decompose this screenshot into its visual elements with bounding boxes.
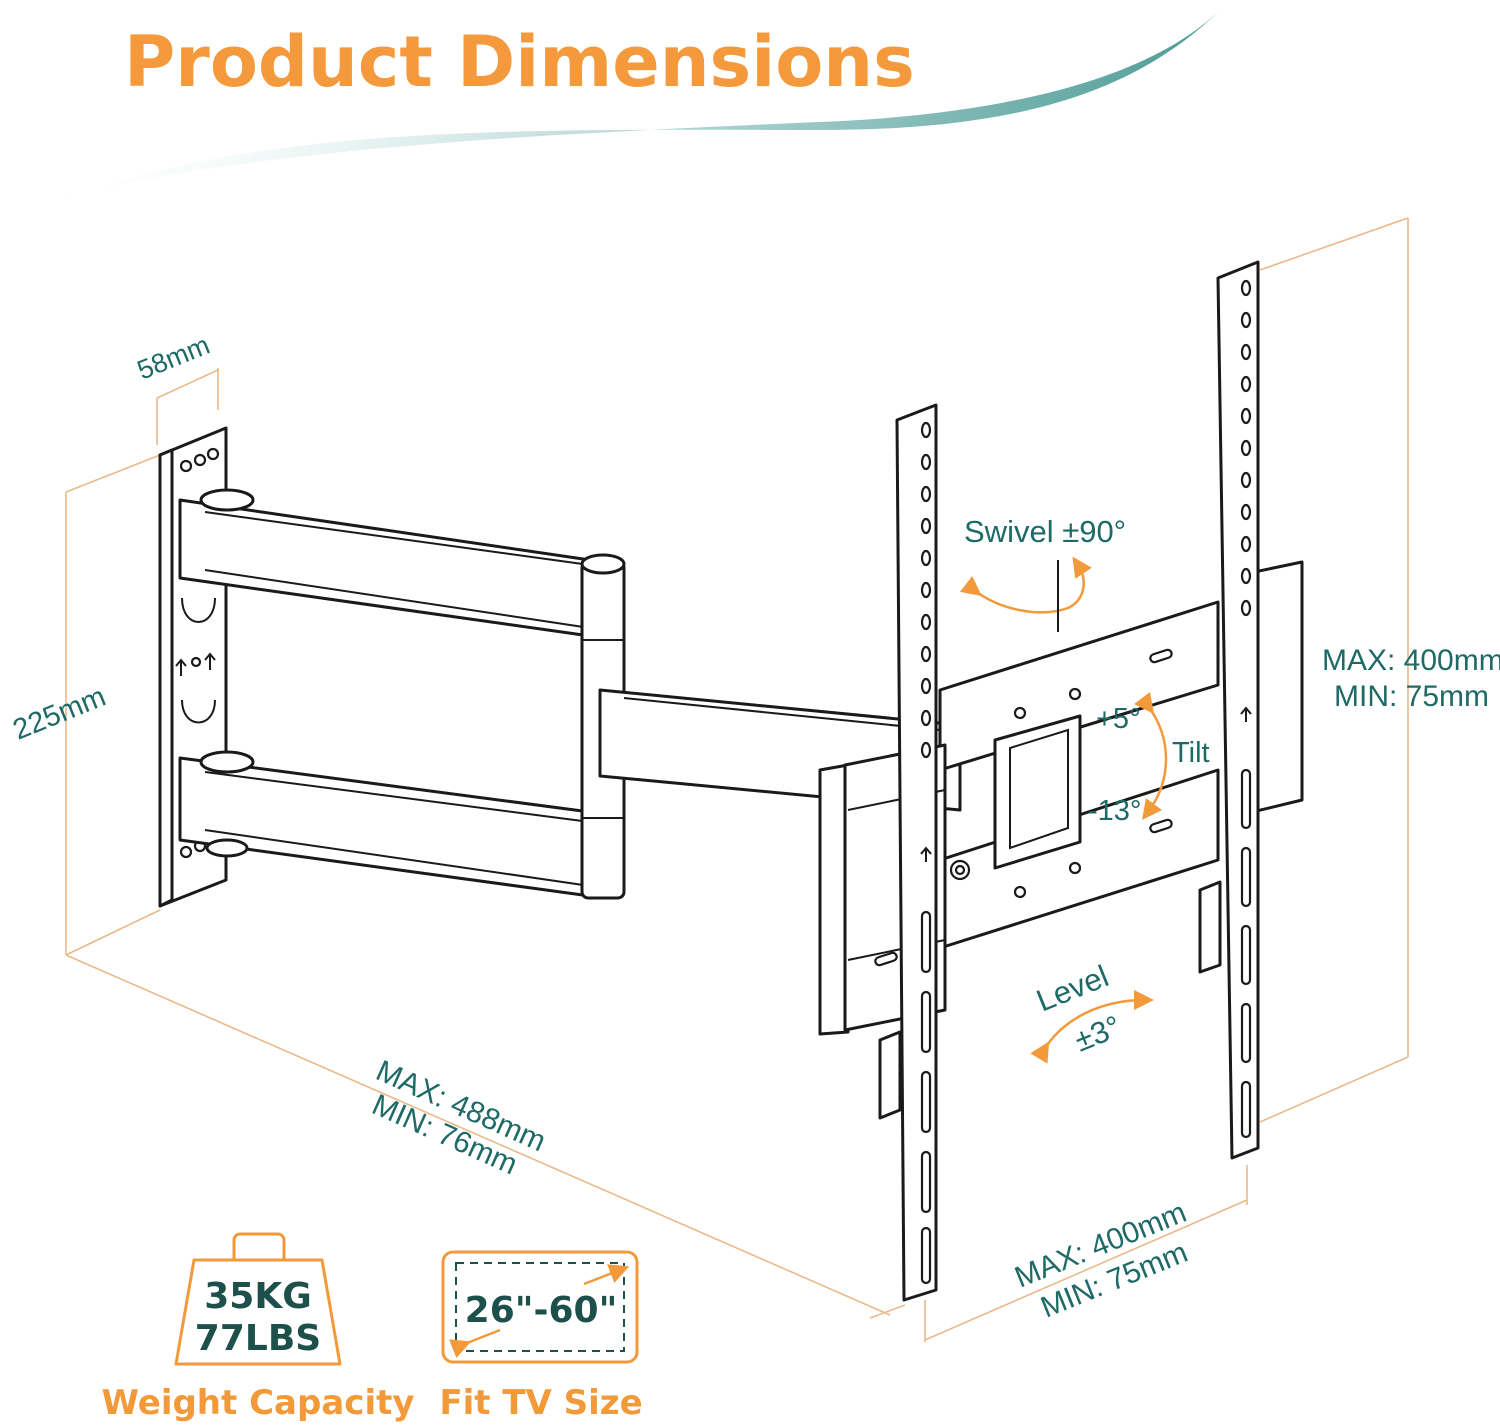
level-label: Level [1032, 958, 1114, 1018]
tv-size-value: 26"-60" [465, 1290, 618, 1331]
tv-size-caption: Fit TV Size [439, 1383, 642, 1423]
arrow-up-icon [175, 652, 216, 676]
vertical-rail-right [1198, 260, 1260, 1160]
page-title: Product Dimensions [124, 21, 915, 103]
tv-size-icon [441, 1250, 639, 1364]
tilt-indicator [1134, 692, 1168, 821]
level-indicator [1030, 990, 1154, 1064]
tilt-down-label: -13° [1088, 795, 1142, 827]
vertical-rail-left [878, 403, 938, 1302]
vesa-vertical-min-label: MIN: 75mm [1334, 680, 1489, 713]
arrow-up-icon [920, 846, 932, 862]
rail-left-holes [920, 421, 932, 1285]
rail-right-holes [1240, 279, 1252, 1139]
swivel-label: Swivel ±90° [964, 514, 1126, 549]
dimension-lines [65, 217, 1409, 1342]
wall-plate-height-label: 225mm [9, 681, 111, 747]
weight-lbs: 77LBS [195, 1318, 321, 1359]
weight-kg: 35KG [204, 1276, 312, 1317]
arrow-up-icon [1240, 706, 1252, 722]
tilt-up-label: +5° [1096, 703, 1141, 735]
upper-arm [178, 488, 626, 900]
tilt-label: Tilt [1172, 737, 1210, 769]
vesa-vertical-max-label: MAX: 400mm [1322, 644, 1500, 677]
weight-icon [174, 1232, 342, 1366]
weight-caption: Weight Capacity [101, 1383, 414, 1423]
header-swoosh [0, 8, 1222, 230]
swivel-indicator [959, 556, 1092, 632]
